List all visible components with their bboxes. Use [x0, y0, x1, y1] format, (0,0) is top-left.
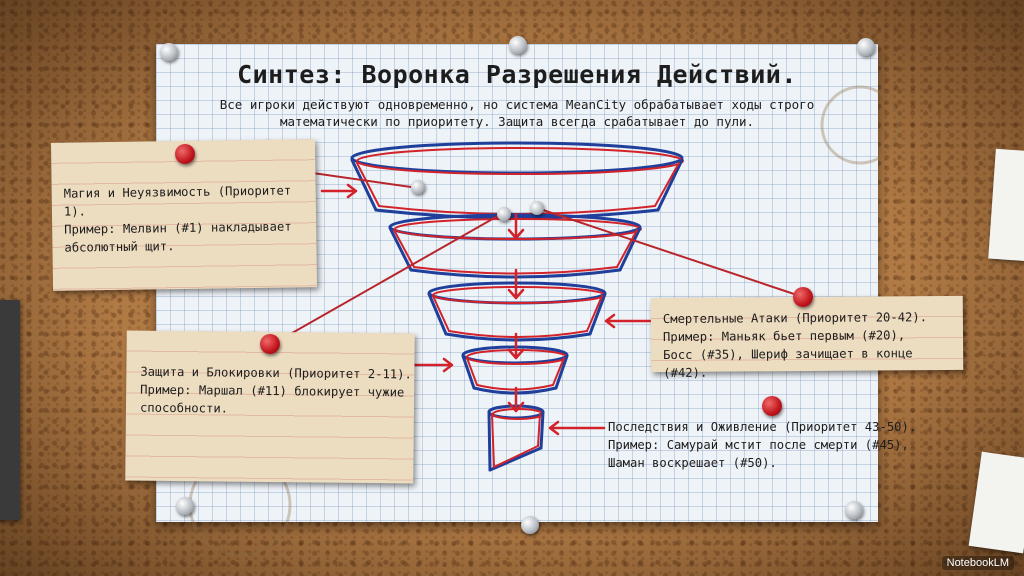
- note-text: Смертельные Атаки (Приоритет 20-42). При…: [662, 310, 928, 381]
- note-aftermath-priority-43-50: Последствия и Оживление (Приоритет 43-50…: [608, 420, 917, 470]
- silver-thumbtack-icon: [411, 180, 425, 194]
- notebooklm-watermark: NotebookLM: [941, 556, 1014, 570]
- photo-scrap-left: [0, 300, 20, 520]
- note-text: Защита и Блокировки (Приоритет 2-11). Пр…: [139, 364, 412, 416]
- silver-thumbtack-icon: [497, 207, 511, 221]
- funnel-tier-1: [350, 141, 684, 220]
- red-pushpin-icon: [762, 396, 782, 416]
- silver-thumbtack-icon: [530, 201, 544, 215]
- red-pushpin-icon: [793, 287, 813, 307]
- silver-thumbtack-icon: [160, 43, 178, 61]
- down-arrow-icon: [507, 213, 525, 413]
- silver-thumbtack-icon: [857, 38, 875, 56]
- page-title: Синтез: Воронка Разрешения Действий.: [237, 60, 797, 89]
- silver-thumbtack-icon: [176, 497, 194, 515]
- string-line-2: [270, 212, 504, 346]
- note-text: Магия и Неуязвимость (Приоритет 1). Прим…: [63, 183, 292, 255]
- page-subtitle: Все игроки действуют одновременно, но си…: [219, 97, 815, 129]
- funnel-spout: [487, 404, 545, 472]
- red-pushpin-icon: [260, 334, 280, 354]
- silver-thumbtack-icon: [521, 516, 539, 534]
- pointer-arrow-tier-3: [604, 313, 654, 329]
- note-attacks-priority-20-42: Смертельные Атаки (Приоритет 20-42). При…: [650, 295, 964, 380]
- pointer-arrow-tier-2: [408, 357, 454, 373]
- red-pushpin-icon: [175, 144, 195, 164]
- pointer-arrow-tier-1: [320, 183, 358, 199]
- pointer-arrow-tier-4: [548, 420, 606, 436]
- silver-thumbtack-icon: [845, 501, 863, 519]
- string-line-3: [536, 207, 804, 298]
- silver-thumbtack-icon: [509, 36, 527, 54]
